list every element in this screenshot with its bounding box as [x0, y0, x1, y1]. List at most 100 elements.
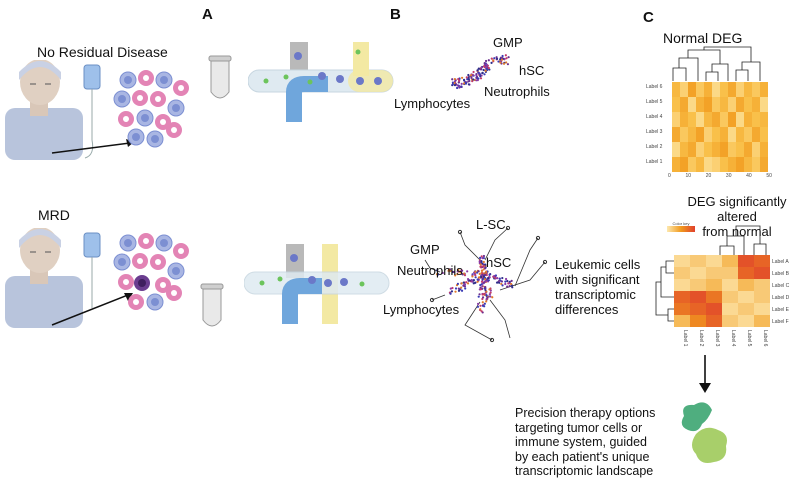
- umap2-point: [498, 281, 501, 284]
- umap2-point: [466, 270, 469, 273]
- umap1-point: [468, 79, 471, 83]
- umap2-point: [465, 281, 468, 284]
- umap2-point: [478, 272, 481, 275]
- hm1-row-label: Label 1: [646, 159, 663, 165]
- umap2-point: [484, 267, 487, 270]
- therapy-text: Precision therapy options targeting tumo…: [515, 406, 655, 479]
- umap2-point: [478, 293, 481, 296]
- umap1-point: [457, 77, 460, 81]
- umap2-point: [484, 273, 487, 277]
- heatmap2-cell: [754, 315, 770, 327]
- umap2-point: [489, 295, 492, 298]
- umap2-point: [481, 257, 484, 260]
- umap2-point: [486, 296, 489, 299]
- umap2-point: [480, 280, 484, 283]
- umap2-point: [481, 272, 484, 275]
- heatmap1-cell: [720, 112, 729, 128]
- umap2-point: [506, 279, 509, 283]
- umap2-point: [463, 274, 467, 277]
- umap2-point: [456, 273, 459, 276]
- heatmap1-cell: [688, 112, 697, 128]
- umap2-point: [460, 269, 464, 272]
- umap2-point: [452, 270, 456, 274]
- umap1-point: [472, 78, 475, 81]
- heatmap1-cell: [736, 157, 745, 172]
- heatmap2-side-dendrogram: [655, 260, 674, 322]
- umap2-point: [484, 280, 487, 283]
- umap2-point: [482, 254, 486, 258]
- hm2-row-label: Label D: [772, 295, 790, 301]
- umap2-point: [498, 277, 501, 280]
- heatmap1-cell: [680, 82, 689, 98]
- umap1-point: [476, 69, 479, 72]
- heatmap2-cell: [722, 291, 739, 304]
- umap2-point: [451, 286, 454, 290]
- umap2-point: [480, 310, 483, 313]
- hm1-x-tick: 20: [705, 173, 712, 179]
- umap2-point: [478, 260, 481, 263]
- hm1-x-tick: 10: [685, 173, 692, 179]
- umap1-point: [506, 63, 510, 66]
- umap1-point: [502, 62, 506, 65]
- heatmap1-cell: [680, 142, 689, 158]
- umap1-point: [501, 56, 504, 60]
- umap2-point: [460, 282, 463, 285]
- umap1-point: [483, 66, 486, 69]
- heatmap1-cell: [688, 82, 697, 98]
- heatmap1-cell: [752, 127, 761, 143]
- umap2-label-lymphocytes: Lymphocytes: [383, 302, 460, 317]
- umap2-point: [507, 282, 510, 285]
- umap2-label-gmp: GMP: [410, 242, 440, 257]
- heatmap1-cell: [744, 97, 753, 113]
- umap2-point: [474, 281, 477, 284]
- heatmap2-cell: [722, 303, 739, 316]
- umap2-point: [479, 308, 482, 311]
- umap2-point: [476, 305, 480, 308]
- umap2-point: [487, 279, 490, 282]
- panel-label-a: A: [202, 6, 213, 23]
- umap1-point: [460, 85, 463, 88]
- umap1-point: [476, 79, 479, 82]
- umap1-label-neutrophils: Neutrophils: [484, 84, 550, 99]
- heatmap1-cell: [736, 112, 745, 128]
- umap-healthy: [451, 54, 510, 90]
- therapy-line-5: transcriptomic landscape: [515, 464, 654, 478]
- pointer-arrow-2: [51, 293, 133, 326]
- umap1-point: [481, 71, 484, 74]
- umap1-point: [451, 83, 455, 86]
- heatmap2-cell: [674, 279, 691, 292]
- heatmap1-cell: [736, 127, 745, 143]
- umap2-point: [477, 270, 480, 273]
- hm1-row-label: Label 4: [646, 114, 663, 120]
- umap2-point: [483, 302, 486, 305]
- umap2-point: [479, 286, 482, 289]
- heatmap1-cell: [712, 112, 721, 128]
- umap2-point: [485, 294, 488, 297]
- umap2-point: [482, 260, 485, 264]
- umap2-point: [463, 283, 467, 286]
- umap1-point: [467, 73, 470, 77]
- umap1-point: [469, 74, 473, 77]
- therapy-line-2: targeting tumor cells or: [515, 420, 643, 435]
- heatmap1-title: Normal DEG: [663, 30, 743, 46]
- heatmap1-x-ticks: 0 10 20 30 40 50: [668, 173, 772, 179]
- heatmap1-cell: [736, 82, 745, 98]
- umap2-point: [480, 274, 483, 277]
- down-arrow: [699, 355, 711, 393]
- heatmap2-cell: [706, 255, 723, 268]
- umap2-point: [484, 285, 487, 289]
- heatmap1-cell: [672, 142, 681, 158]
- heatmap1-cell: [696, 112, 705, 128]
- umap1-point: [466, 78, 469, 81]
- umap1-point: [463, 82, 466, 85]
- umap1-point: [493, 57, 496, 60]
- umap1-point: [480, 68, 483, 71]
- heatmap2-cell: [722, 279, 739, 292]
- umap2-point: [489, 291, 492, 294]
- umap1-point: [457, 81, 460, 84]
- heatmap2-cell: [754, 279, 770, 292]
- heatmap1-dendrogram: [672, 46, 761, 81]
- umap2-point: [454, 274, 457, 277]
- umap1-point: [505, 57, 508, 60]
